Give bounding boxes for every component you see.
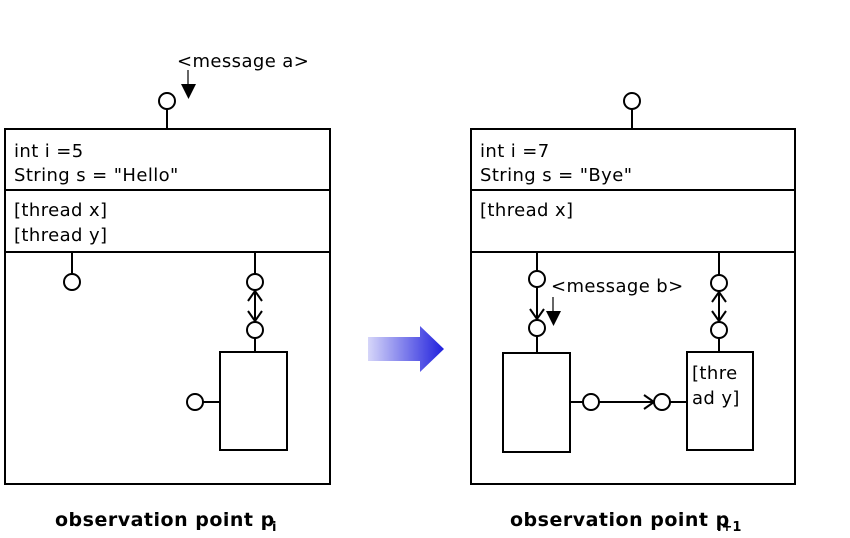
- left-attribute-1: int i =5: [14, 141, 84, 162]
- left-caption-label: observation point p: [55, 509, 275, 531]
- right-attribute-1: int i =7: [480, 141, 550, 162]
- left-thread-x-label: [thread x]: [14, 200, 107, 221]
- message-a-arrowhead-icon: [181, 84, 196, 99]
- left-connector-port-bottom-icon: [246, 321, 264, 339]
- left-inner-object-box: [219, 351, 288, 451]
- left-caption-subscript: i: [272, 520, 276, 535]
- right-inner-thread-label-line1: [thre: [692, 363, 738, 384]
- right-left-port-bottom-icon: [528, 319, 546, 337]
- message-b-label: <message b>: [551, 276, 684, 297]
- message-a-label: <message a>: [177, 51, 309, 72]
- right-caption: observation point p i+1: [510, 509, 741, 535]
- left-inner-port-icon: [63, 273, 81, 291]
- left-thread-y-label: [thread y]: [14, 225, 107, 246]
- left-observation-component: <message a> int i =5 String s = "Hello" …: [4, 51, 331, 485]
- right-caption-subscript: i+1: [717, 520, 741, 535]
- right-left-port-top-icon: [528, 270, 546, 288]
- left-attribute-2: String s = "Hello": [14, 165, 179, 186]
- right-right-up-arrowhead-icon: [711, 290, 727, 303]
- left-up-arrowhead-icon: [247, 289, 263, 302]
- right-attribute-2: String s = "Bye": [480, 165, 632, 186]
- right-right-port-bottom-icon: [710, 321, 728, 339]
- inner-link-port-left-icon: [582, 393, 600, 411]
- right-inner-object-box-right: [686, 351, 754, 451]
- inner-link-port-right-icon: [653, 393, 671, 411]
- right-top-port-icon: [623, 92, 641, 110]
- left-side-port-icon: [186, 393, 204, 411]
- right-observation-component: int i =7 String s = "Bye" [thread x] <me…: [470, 92, 796, 485]
- transition-arrow-icon: [368, 326, 444, 372]
- left-top-port-icon: [158, 92, 176, 110]
- left-caption: observation point p i: [55, 509, 276, 535]
- message-b-arrowhead-icon: [546, 311, 561, 326]
- right-thread-x-label: [thread x]: [480, 200, 573, 221]
- right-right-port-top-icon: [710, 274, 728, 292]
- right-inner-object-box-left: [502, 352, 571, 453]
- right-inner-thread-label-line2: ad y]: [692, 388, 740, 409]
- right-caption-label: observation point p: [510, 509, 730, 531]
- left-connector-port-top-icon: [246, 273, 264, 291]
